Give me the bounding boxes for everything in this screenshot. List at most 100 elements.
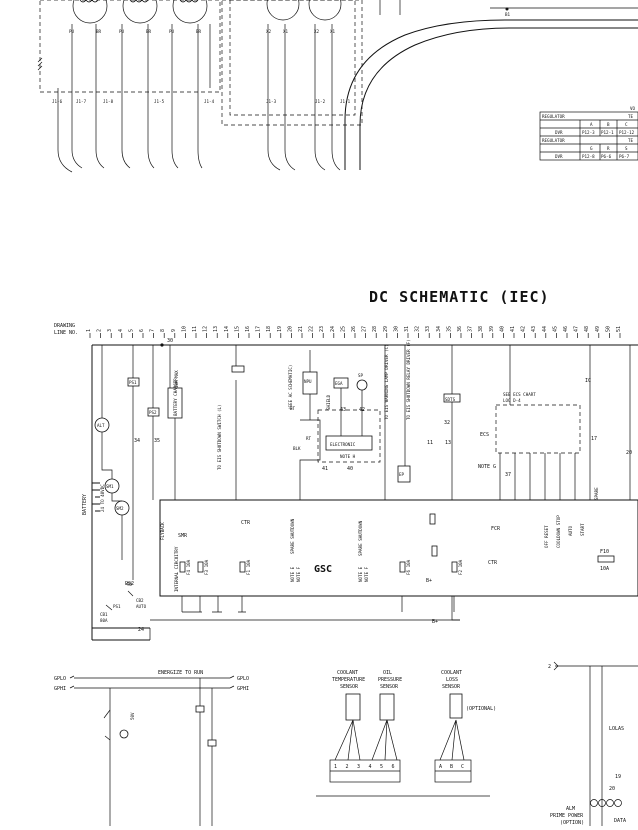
shield-label: SHIELD [326, 394, 331, 410]
line-number: 40 [499, 326, 505, 332]
coolant-loss-label-2: LOSS [446, 677, 458, 683]
coil-label: BR [196, 29, 202, 34]
dc-section: BATTERY 24 TO 40VDC ALT SM1 SM2 PS1 PS2 … [82, 338, 638, 641]
to-eis-switch-label: TO EIS SHUTDOWN SWITCH (L) [217, 404, 222, 470]
line-number: 3 [107, 329, 113, 332]
line-number: 9 [171, 329, 177, 332]
table-cell: VO [630, 106, 636, 111]
gsc-controller-box [159, 499, 638, 597]
coolant-temp-sensor [345, 693, 361, 721]
flyback-label: FLYBACK [160, 522, 165, 540]
f10-rating: 10A [600, 566, 609, 572]
f10-label: F10 [600, 549, 609, 555]
fuse-label: F6 10A [406, 559, 411, 575]
coil-label: X2 [314, 29, 320, 34]
ps2-label: PS2 [149, 410, 157, 415]
sdts-label: SDTS [445, 397, 456, 402]
j-label: J1-4 [204, 99, 215, 104]
table-cell: TE [628, 138, 634, 143]
coil-group-left [72, 0, 208, 24]
to-eis-relay-label: TO EIS SHUTDOWN RELAY DRIVER (F) [406, 339, 411, 420]
coil-label: BR [146, 29, 152, 34]
gplo-label: GPLO [54, 676, 66, 682]
see-ecs-label: SEE ECS CHART [503, 392, 536, 397]
line-number: 17 [256, 326, 262, 332]
bottom-section: ENERGIZE TO RUN GPLO GPHI GPLO GPHI 50V … [54, 661, 638, 826]
wire-number: 41 [322, 466, 328, 472]
terminal-number: 5 [380, 764, 383, 770]
ps1-box [127, 377, 140, 387]
line-number: 16 [245, 326, 251, 332]
line-number: 33 [425, 326, 431, 332]
wire-number: 40 [347, 466, 353, 472]
sp-symbol [356, 379, 368, 391]
line-number: 31 [404, 326, 410, 332]
j-label: J1-2 [315, 99, 326, 104]
gsc-label: GSC [314, 564, 332, 575]
wire-number: 32 [444, 420, 450, 426]
start-label: START [580, 523, 585, 536]
note-h-label: NOTE H [340, 454, 356, 459]
optional2-label: (OPTION) [560, 820, 584, 826]
line-number: 39 [489, 326, 495, 332]
line-number: 11 [192, 326, 198, 332]
note-f-label: NOTE F [296, 566, 301, 582]
ps1-label: PS1 [129, 380, 137, 385]
table-cell: DVR [555, 130, 563, 135]
terminal-number: 4 [369, 764, 372, 770]
nineteen-label: 19 [615, 774, 621, 780]
line-number: 2 [97, 329, 103, 332]
wire-number: 24 [138, 627, 144, 633]
sp-label: SP [358, 373, 364, 378]
j-label: J1-3 [266, 99, 277, 104]
bplus-label-2: B+ [426, 578, 432, 584]
cooldown-label: COOLDOWN STOP [556, 515, 561, 548]
table-cell: REGULATOR [542, 138, 565, 143]
terminal-letter: A [439, 764, 442, 770]
coolant-temp-label-3: SENSOR [340, 684, 359, 690]
line-number: 27 [362, 326, 368, 332]
ic-label: IC [585, 378, 591, 384]
drawing-label: DRAWING [54, 323, 75, 329]
note-g-label: NOTE G [478, 464, 496, 470]
line-number: 19 [277, 326, 283, 332]
line-number: 8 [160, 329, 166, 332]
fuse-label: F4 10A [186, 559, 191, 575]
line-number: 38 [478, 326, 484, 332]
gphi-label: GPHI [54, 686, 66, 692]
v50-label: 50V [130, 712, 135, 720]
wire-number: 17 [591, 436, 597, 442]
line-number: 34 [436, 326, 442, 332]
j-label: J1-6 [52, 99, 63, 104]
ps2-box [147, 407, 160, 417]
line-number: 26 [351, 326, 357, 332]
note-e-label: NOTE E [290, 566, 295, 582]
cb1-label: CB1 [100, 612, 108, 617]
table-cell: DVR [555, 154, 563, 159]
ep-label: EP [399, 472, 405, 477]
terminal-letter: B [450, 764, 453, 770]
ega-label: EGA [335, 381, 343, 386]
ten-amp-label: 10A MAX [174, 370, 179, 388]
table-cell: A [590, 122, 593, 127]
table-cell: P6-6 [601, 154, 612, 159]
data-label: DATA [614, 818, 626, 824]
j-label: J1-7 [76, 99, 87, 104]
alm-label: ALM [566, 806, 575, 812]
line-number: 46 [563, 326, 569, 332]
wire-number: 13 [445, 440, 451, 446]
line-number: 4 [118, 329, 124, 332]
prime-power-label: PRIME POWER [550, 813, 584, 819]
f10-fuse [597, 555, 615, 563]
oil-pressure-label-2: PRESSURE [378, 677, 402, 683]
line-number: 43 [531, 326, 537, 332]
line-number: 45 [552, 326, 558, 332]
cb2-label: CB2 [136, 598, 144, 603]
line-number: 22 [309, 326, 315, 332]
battery-symbol: BATTERY 24 TO 40VDC [82, 482, 105, 515]
line-number: 29 [383, 326, 389, 332]
ecs-switch-box [495, 404, 581, 454]
spare-label: SPARE [594, 487, 599, 500]
